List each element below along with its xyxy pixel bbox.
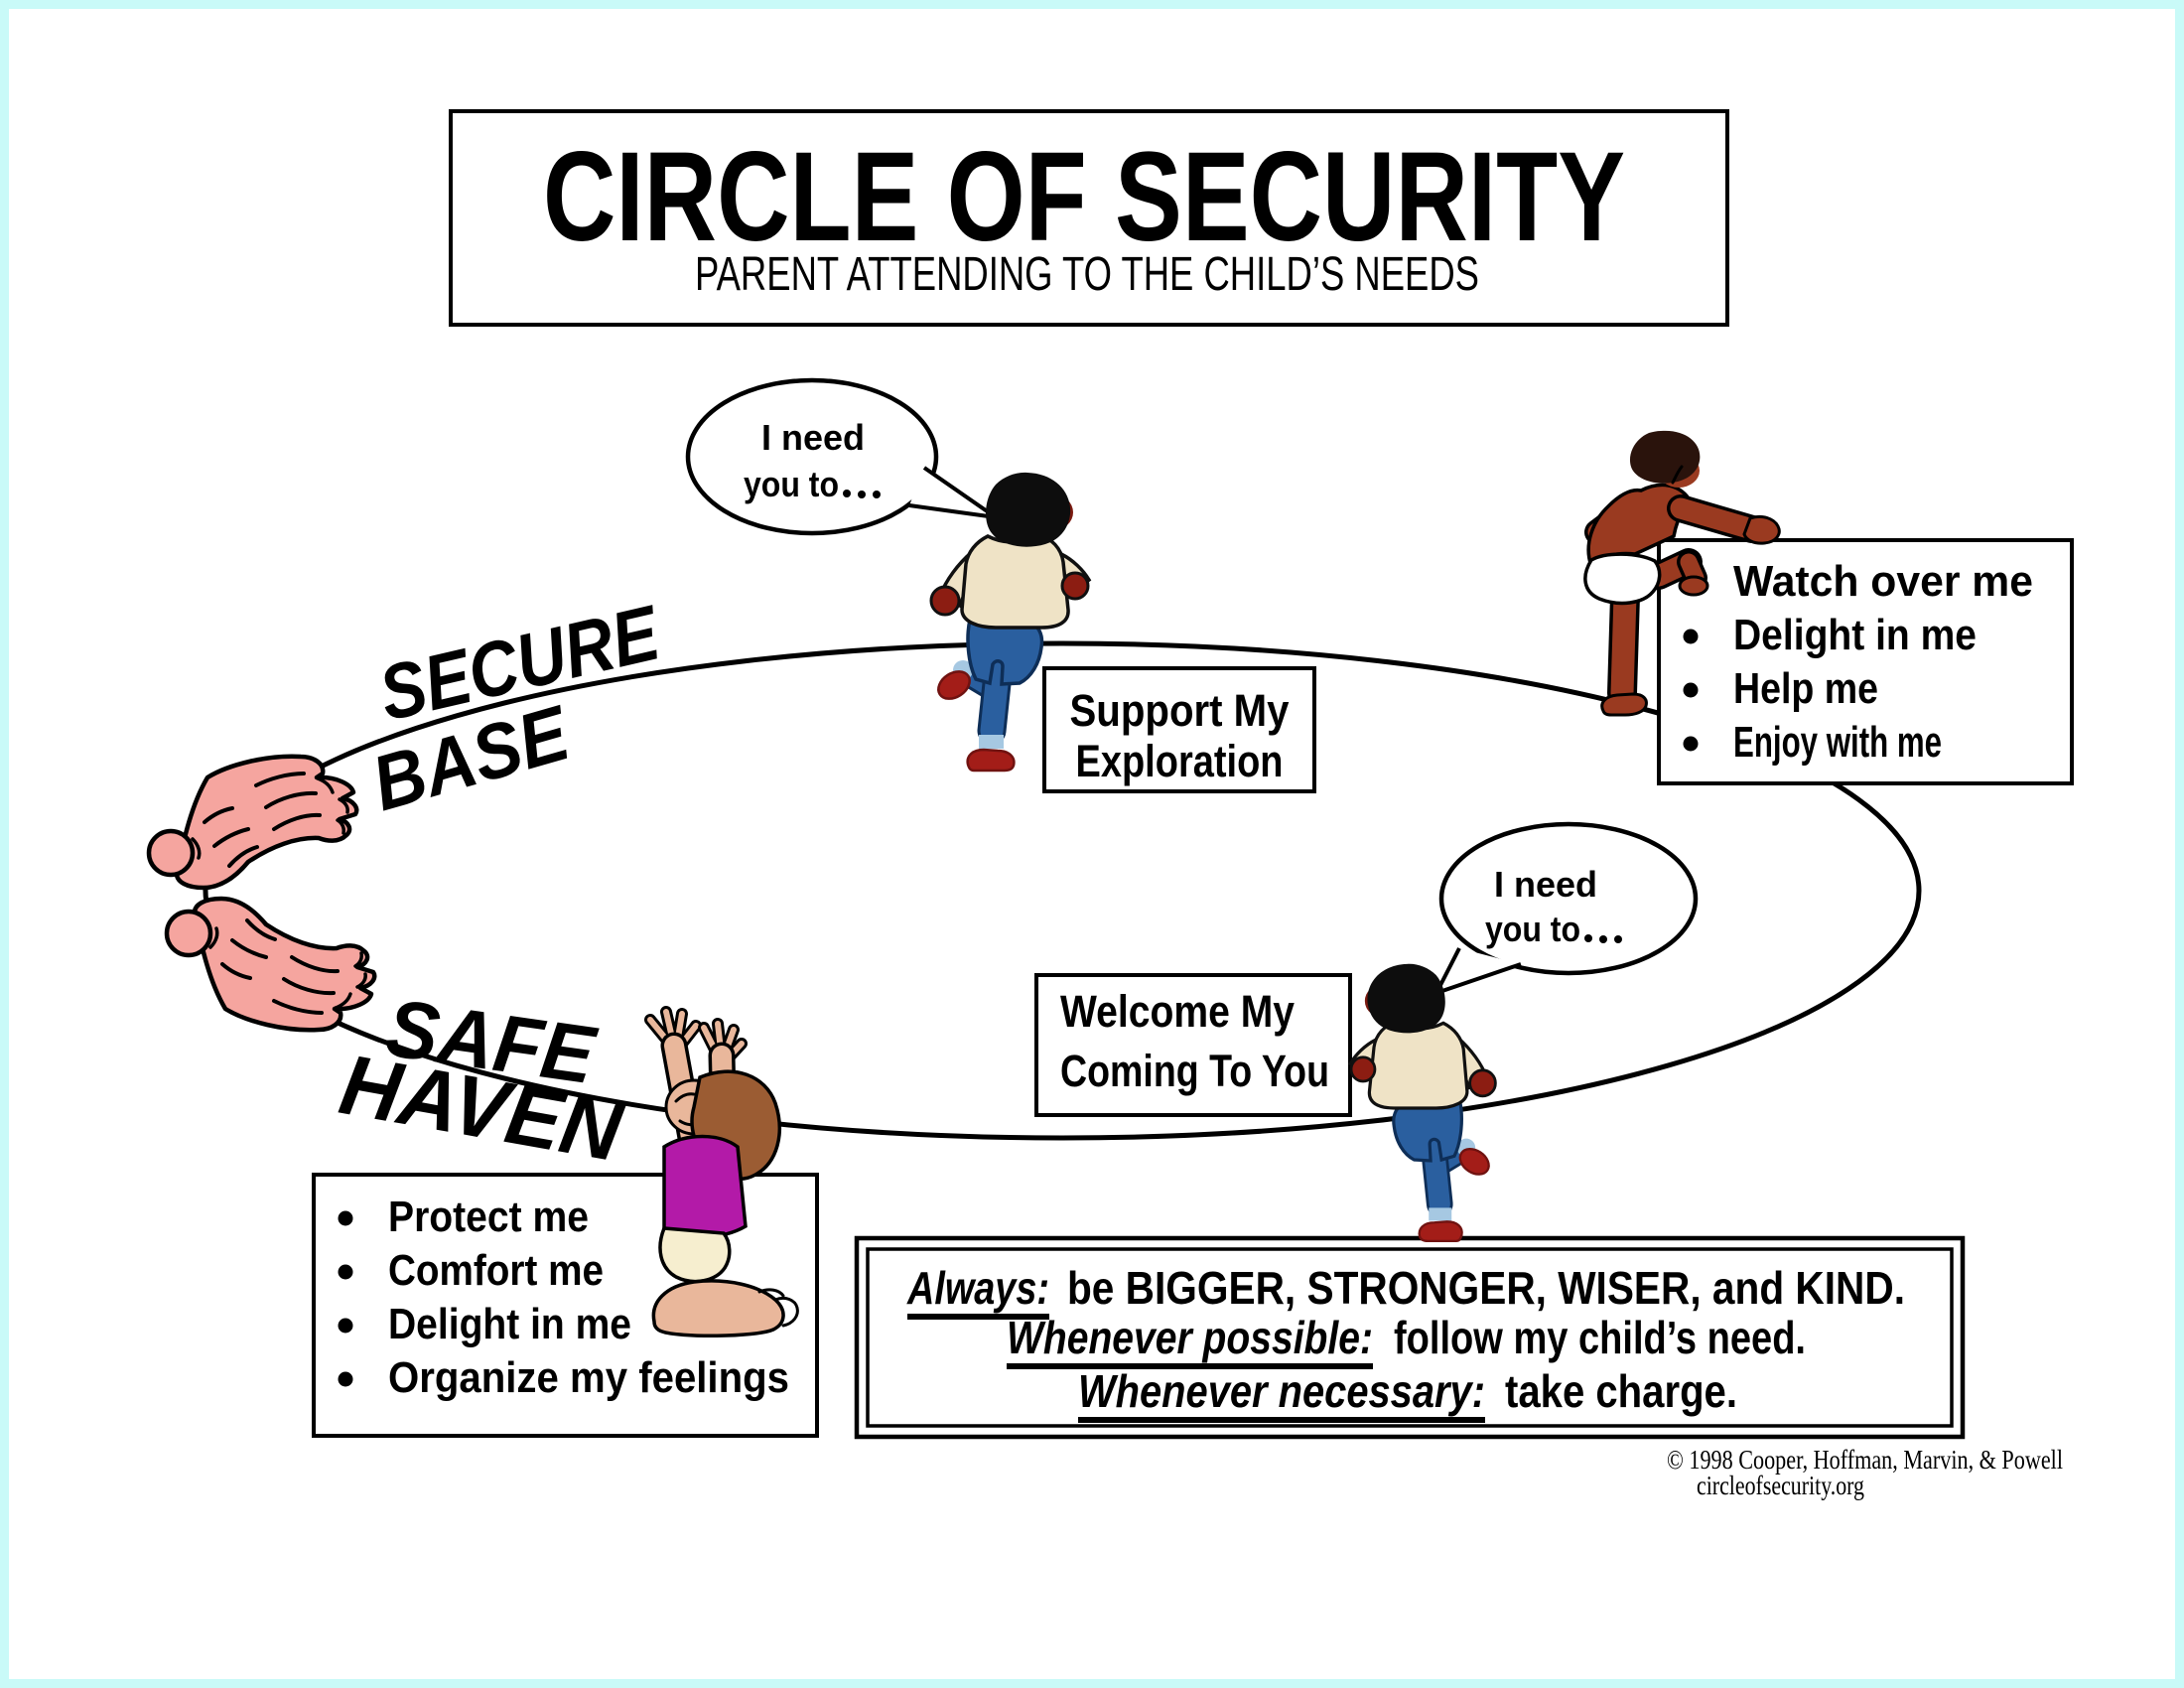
svg-text:Support My: Support My bbox=[1070, 685, 1290, 736]
svg-text:Help me: Help me bbox=[1733, 664, 1878, 713]
svg-text:you to: you to bbox=[744, 464, 839, 504]
svg-text:take charge.: take charge. bbox=[1505, 1365, 1737, 1417]
svg-text:© 1998 Cooper, Hoffman, Marvin: © 1998 Cooper, Hoffman, Marvin, & Powell bbox=[1667, 1445, 2063, 1475]
svg-text:you to: you to bbox=[1485, 909, 1580, 949]
svg-text:Whenever necessary:: Whenever necessary: bbox=[1078, 1365, 1485, 1417]
svg-text:Delight in me: Delight in me bbox=[388, 1300, 631, 1348]
svg-text:PARENT ATTENDING TO THE CHILD’: PARENT ATTENDING TO THE CHILD’S NEEDS bbox=[695, 248, 1479, 301]
svg-text:Enjoy with me: Enjoy with me bbox=[1733, 718, 1942, 767]
svg-text:Watch over me: Watch over me bbox=[1733, 557, 2033, 606]
svg-text:Whenever possible:: Whenever possible: bbox=[1007, 1312, 1373, 1363]
svg-text:Delight in me: Delight in me bbox=[1733, 611, 1977, 659]
svg-text:Coming To You: Coming To You bbox=[1060, 1046, 1329, 1096]
svg-text:Organize my feelings: Organize my feelings bbox=[388, 1353, 789, 1402]
svg-text:follow my child’s need.: follow my child’s need. bbox=[1394, 1312, 1806, 1363]
svg-text:Comfort me: Comfort me bbox=[388, 1246, 604, 1295]
svg-text:circleofsecurity.org: circleofsecurity.org bbox=[1697, 1471, 1864, 1500]
svg-text:Always:: Always: bbox=[906, 1262, 1049, 1314]
svg-text:Welcome My: Welcome My bbox=[1060, 986, 1295, 1037]
svg-text:be BIGGER, STRONGER, WISER, an: be BIGGER, STRONGER, WISER, and KIND. bbox=[1067, 1262, 1905, 1314]
svg-text:CIRCLE OF SECURITY: CIRCLE OF SECURITY bbox=[543, 126, 1625, 268]
svg-text:I need: I need bbox=[761, 417, 865, 458]
svg-text:Exploration: Exploration bbox=[1076, 736, 1284, 786]
svg-text:Protect me: Protect me bbox=[388, 1193, 589, 1241]
svg-text:I need: I need bbox=[1494, 864, 1597, 905]
